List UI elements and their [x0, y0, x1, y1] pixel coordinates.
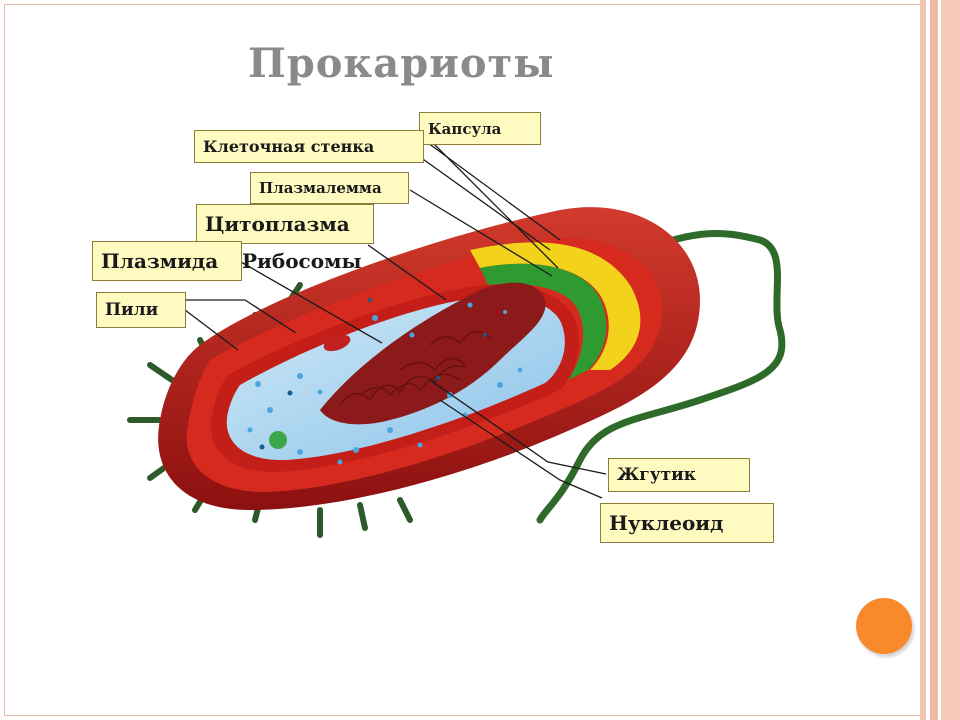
label-cell-wall: Клеточная стенка — [194, 130, 424, 163]
label-ribosomes: Рибосомы — [242, 249, 362, 273]
accent-circle — [856, 598, 912, 654]
inclusion-body — [269, 431, 287, 449]
label-flagellum: Жгутик — [608, 458, 750, 492]
flagellum-shape — [536, 229, 786, 524]
nucleoid-texture — [339, 330, 491, 406]
ribosome-dark-dots — [259, 298, 487, 450]
label-capsule: Капсула — [419, 112, 541, 145]
leader-lines — [184, 139, 607, 499]
decorative-stripes — [920, 0, 960, 720]
label-nucleoid: Нуклеоид — [600, 503, 774, 543]
nucleoid-shape — [320, 282, 546, 425]
label-pili: Пили — [96, 292, 186, 328]
label-cytoplasm: Цитоплазма — [196, 204, 374, 244]
label-plasmid: Плазмида — [92, 241, 242, 281]
yellow-layer-shape — [470, 242, 641, 370]
green-layer-shape — [480, 263, 607, 380]
plasmid-shape — [323, 334, 351, 352]
label-plasmalemma: Плазмалемма — [250, 172, 409, 204]
slide-title: Прокариоты — [248, 40, 555, 87]
ribosome-dots — [247, 302, 523, 465]
